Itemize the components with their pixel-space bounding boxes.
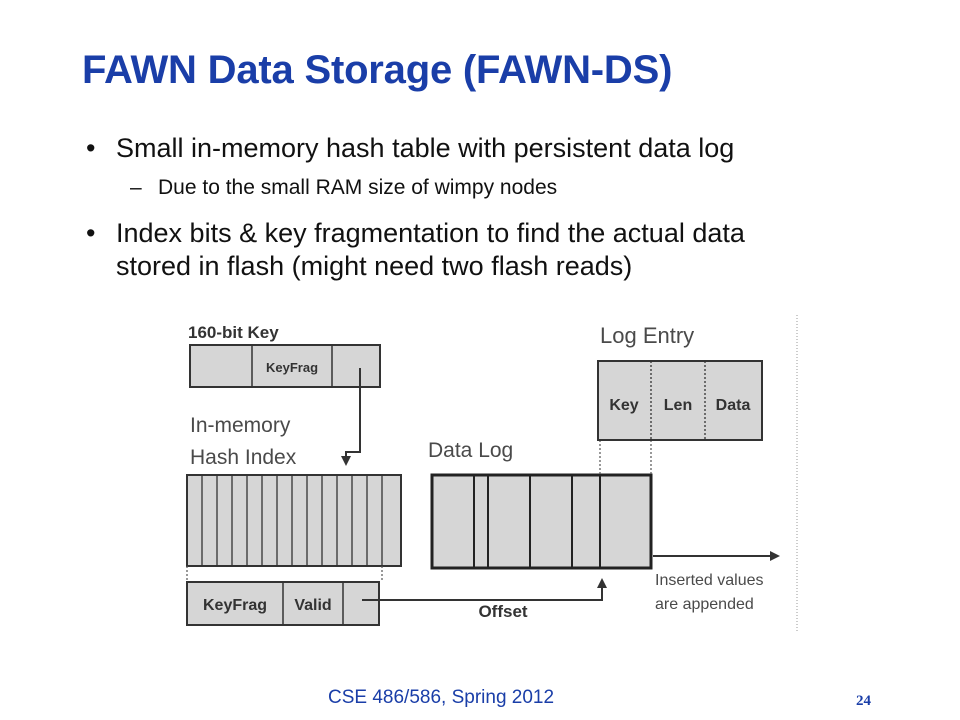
offset-label: Offset [478,602,527,621]
offset-arrow [362,578,607,601]
bucket-field-keyfrag: KeyFrag [203,597,267,614]
bullet-marker: • [86,218,96,248]
bullet-marker: • [86,133,96,163]
hash-bucket-entry: KeyFrag Valid [186,581,380,626]
hash-index-title-line2: Hash Index [190,446,297,469]
slide-title: FAWN Data Storage (FAWN-DS) [82,48,673,92]
append-note-line1: Inserted values [655,572,764,589]
data-log-title: Data Log [428,439,513,462]
key-field-keyfrag: KeyFrag [266,360,318,375]
key-title: 160-bit Key [188,323,279,342]
append-note-line2: are appended [655,596,754,613]
page-number: 24 [856,693,871,709]
hash-index-title-line1: In-memory [190,414,291,437]
sub-bullet-item: Due to the small RAM size of wimpy nodes [158,176,558,199]
hash-index-table [186,474,402,567]
log-entry-field-len: Len [664,397,692,414]
bucket-field-valid: Valid [294,597,331,614]
bullet-item: Index bits & key fragmentation to find t… [116,218,745,248]
sub-bullet-marker: – [130,176,142,199]
bullet-item: Small in-memory hash table with persiste… [116,133,735,163]
data-log [430,473,653,570]
bullet-item-continuation: stored in flash (might need two flash re… [116,251,633,281]
log-entry: Key Len Data [597,360,763,441]
log-entry-field-data: Data [716,397,751,414]
slide-footer: CSE 486/586, Spring 2012 [328,687,555,708]
keyfrag-to-index-arrow [341,368,361,466]
log-entry-title: Log Entry [600,323,694,348]
key-box: KeyFrag [189,344,381,388]
log-entry-field-key: Key [609,397,638,414]
